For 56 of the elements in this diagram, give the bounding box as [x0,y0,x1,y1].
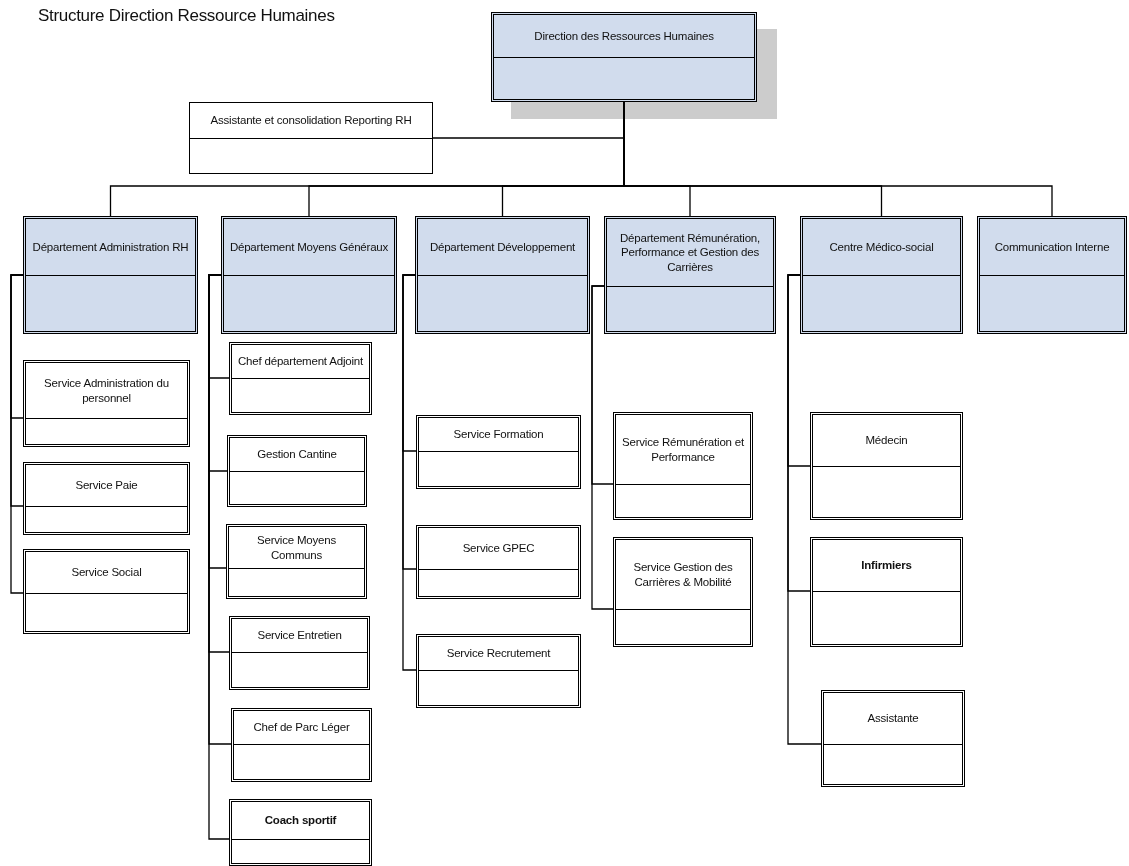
department-box [800,216,963,334]
box-label: Assistante [867,711,919,726]
department-box [221,216,397,334]
connector-line [10,274,24,594]
department-box [977,216,1127,334]
org-box [810,537,963,647]
org-box [226,524,367,599]
box-label: Chef de Parc Léger [253,720,350,735]
org-box [23,360,190,447]
box-label: Département Rémunération, Performance et Gestion des Carrières [618,230,762,275]
department-box [23,216,198,334]
box-label: Service Recrutement [446,646,551,661]
org-box [416,525,581,599]
connector-line [208,274,230,840]
org-box [810,412,963,520]
box-label: Médecin [865,433,908,448]
box-label: Service Formation [453,427,544,442]
box-label: Chef département Adjoint [238,354,363,369]
box-label: Département Administration RH [32,239,189,255]
org-box [613,537,753,647]
box-label: Service Moyens Communs [256,533,337,562]
box-label: Centre Médico-social [829,239,934,255]
box-label: Département Développement [429,239,576,255]
connector-line [402,274,417,671]
box-label: Service Administration du personnel [43,376,170,405]
org-box [613,412,753,520]
org-box [231,708,372,782]
org-box [229,616,370,690]
diagram-title: Structure Direction Ressource Humaines [38,6,335,26]
connector-line [591,285,614,610]
box-label: Infirmiers [861,558,912,573]
box-label: Assistante et consolidation Reporting RH [210,113,412,128]
department-box [491,12,757,102]
org-box [189,102,433,174]
box-label: Service Gestion des Carrières & Mobilité [632,560,734,589]
box-label: Service Rémunération et Performance [621,435,745,464]
box-label: Service Social [71,565,142,580]
org-box [23,462,190,535]
department-box [604,216,776,334]
org-box [229,342,372,415]
org-box [416,415,581,489]
org-box [227,435,367,507]
org-box [229,799,372,866]
org-box [821,690,965,787]
box-label: Direction des Ressources Humaines [534,28,714,44]
box-label: Service Entretien [257,628,342,643]
org-box [416,634,581,708]
box-label: Coach sportif [264,813,337,828]
box-label: Communication Interne [994,239,1110,255]
box-label: Gestion Cantine [257,447,337,462]
box-label: Service Paie [75,478,138,493]
department-box [415,216,590,334]
box-label: Service GPEC [462,541,535,556]
org-box [23,549,190,634]
connector-line [787,274,822,745]
box-label: Département Moyens Généraux [229,239,389,255]
